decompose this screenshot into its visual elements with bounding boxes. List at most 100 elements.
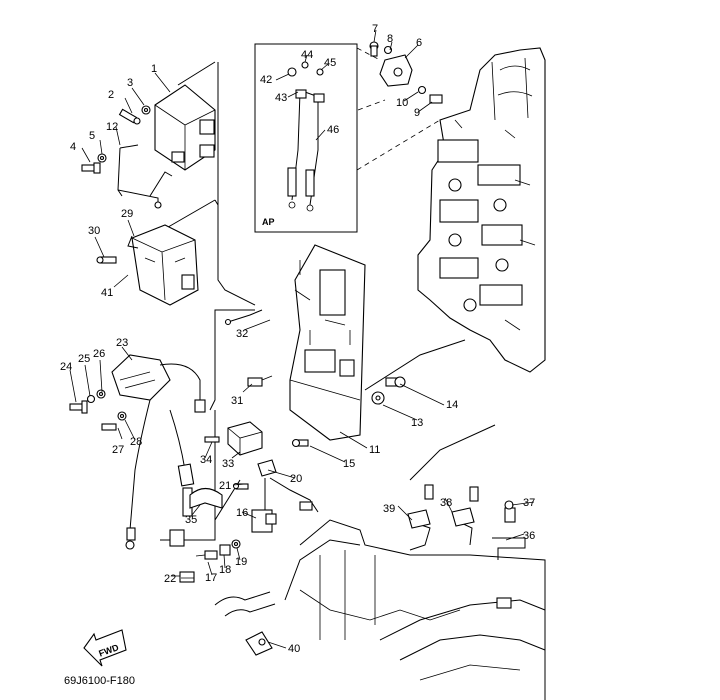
part-screw-17 bbox=[195, 550, 218, 560]
bolt-14 bbox=[385, 376, 406, 388]
collar-13 bbox=[371, 391, 385, 405]
frame-line-7 bbox=[409, 424, 496, 481]
callout-21: 21 bbox=[219, 480, 231, 492]
cord-29 bbox=[127, 235, 139, 249]
washer-3 bbox=[141, 105, 151, 115]
callout-14: 14 bbox=[446, 399, 458, 411]
part-bolt-37 bbox=[504, 500, 514, 510]
part-bracket-12 bbox=[117, 144, 173, 208]
callout-37: 37 bbox=[523, 497, 535, 509]
callout-33: 33 bbox=[222, 458, 234, 470]
callout-29: 29 bbox=[121, 208, 133, 220]
callout-25: 25 bbox=[78, 353, 90, 365]
part-ecu-module bbox=[154, 84, 216, 171]
callout-1: 1 bbox=[151, 63, 157, 75]
callout-4: 4 bbox=[70, 141, 76, 153]
engine-block bbox=[417, 47, 546, 373]
callout-24: 24 bbox=[60, 361, 72, 373]
part-hose-40 bbox=[214, 591, 276, 656]
part-bracket-plate-11 bbox=[289, 244, 366, 441]
part-washer-19 bbox=[231, 539, 241, 549]
callout-6: 6 bbox=[416, 37, 422, 49]
callout-18: 18 bbox=[219, 564, 231, 576]
callout-39: 39 bbox=[383, 503, 395, 515]
callout-8: 8 bbox=[387, 33, 393, 45]
part-bolt-9 bbox=[429, 94, 443, 104]
lower-cowling bbox=[284, 519, 546, 700]
callout-46: 46 bbox=[327, 124, 339, 136]
callout-10: 10 bbox=[396, 97, 408, 109]
callout-15: 15 bbox=[343, 458, 355, 470]
callout-43: 43 bbox=[275, 92, 287, 104]
callout-35: 35 bbox=[185, 514, 197, 526]
callout-45: 45 bbox=[324, 57, 336, 69]
callout-2: 2 bbox=[108, 89, 114, 101]
bolt-2 bbox=[118, 108, 141, 125]
callout-12: 12 bbox=[106, 121, 118, 133]
bolt-24 bbox=[69, 400, 88, 414]
grommet-26 bbox=[96, 389, 106, 399]
callout-9: 9 bbox=[414, 107, 420, 119]
washer-5 bbox=[97, 153, 107, 163]
part-clamp-35 bbox=[189, 487, 223, 509]
callout-36: 36 bbox=[523, 530, 535, 542]
part-harness-23 bbox=[111, 354, 206, 550]
callout-23: 23 bbox=[116, 337, 128, 349]
callout-19: 19 bbox=[235, 556, 247, 568]
callout-30: 30 bbox=[88, 225, 100, 237]
part-bolt-7 bbox=[369, 41, 379, 57]
grommet-28 bbox=[117, 411, 127, 421]
callout-7: 7 bbox=[372, 23, 378, 35]
callout-3: 3 bbox=[127, 77, 133, 89]
bolt-4 bbox=[81, 162, 101, 174]
part-rectifier-41 bbox=[131, 224, 199, 306]
part-clamp-38 bbox=[451, 486, 479, 546]
callout-27: 27 bbox=[112, 444, 124, 456]
part-washer-10 bbox=[417, 85, 427, 95]
wire-32-end bbox=[224, 318, 232, 326]
part-holder-22 bbox=[172, 571, 195, 583]
callout-13: 13 bbox=[411, 417, 423, 429]
inset-label: AP bbox=[262, 217, 275, 227]
part-bracket-6 bbox=[379, 54, 413, 87]
inset-box-ap: AP bbox=[254, 43, 358, 233]
callout-40: 40 bbox=[288, 643, 300, 655]
callout-41: 41 bbox=[101, 287, 113, 299]
callout-labels: 1 2 3 4 5 6 7 8 9 10 11 12 13 14 15 16 1… bbox=[60, 23, 535, 655]
part-washer-8 bbox=[383, 45, 393, 55]
callout-28: 28 bbox=[130, 436, 142, 448]
callout-44: 44 bbox=[301, 49, 313, 61]
callout-16: 16 bbox=[236, 507, 248, 519]
part-wire-32 bbox=[227, 309, 263, 323]
frame-line-3 bbox=[209, 309, 255, 411]
frame-line-1 bbox=[177, 61, 256, 306]
frame-line-2 bbox=[162, 199, 219, 231]
callout-22: 22 bbox=[164, 573, 176, 585]
callout-17: 17 bbox=[205, 572, 217, 584]
diagram-code: 69J6100-F180 bbox=[64, 675, 135, 687]
part-clamp-39 bbox=[407, 484, 434, 551]
part-bracket-36 bbox=[492, 507, 526, 560]
bracket-hole bbox=[154, 201, 162, 209]
washer-25 bbox=[86, 394, 96, 404]
part-relay-33 bbox=[227, 421, 263, 456]
callout-34: 34 bbox=[200, 454, 212, 466]
callout-32: 32 bbox=[236, 328, 248, 340]
part-clamp-20 bbox=[257, 459, 277, 477]
callout-11: 11 bbox=[369, 444, 380, 456]
callout-20: 20 bbox=[290, 473, 302, 485]
callout-31: 31 bbox=[231, 395, 243, 407]
inset-frame bbox=[254, 43, 358, 233]
callout-42: 42 bbox=[260, 74, 272, 86]
leader-dashes bbox=[356, 47, 441, 171]
screw-30 bbox=[96, 256, 117, 264]
bolt-15 bbox=[291, 438, 309, 448]
part-clip-31 bbox=[247, 375, 273, 387]
screw-34 bbox=[204, 436, 220, 443]
callout-38: 38 bbox=[440, 497, 452, 509]
callout-5: 5 bbox=[89, 130, 95, 142]
leader-lines bbox=[69, 29, 535, 649]
frame-line-5 bbox=[364, 339, 466, 391]
